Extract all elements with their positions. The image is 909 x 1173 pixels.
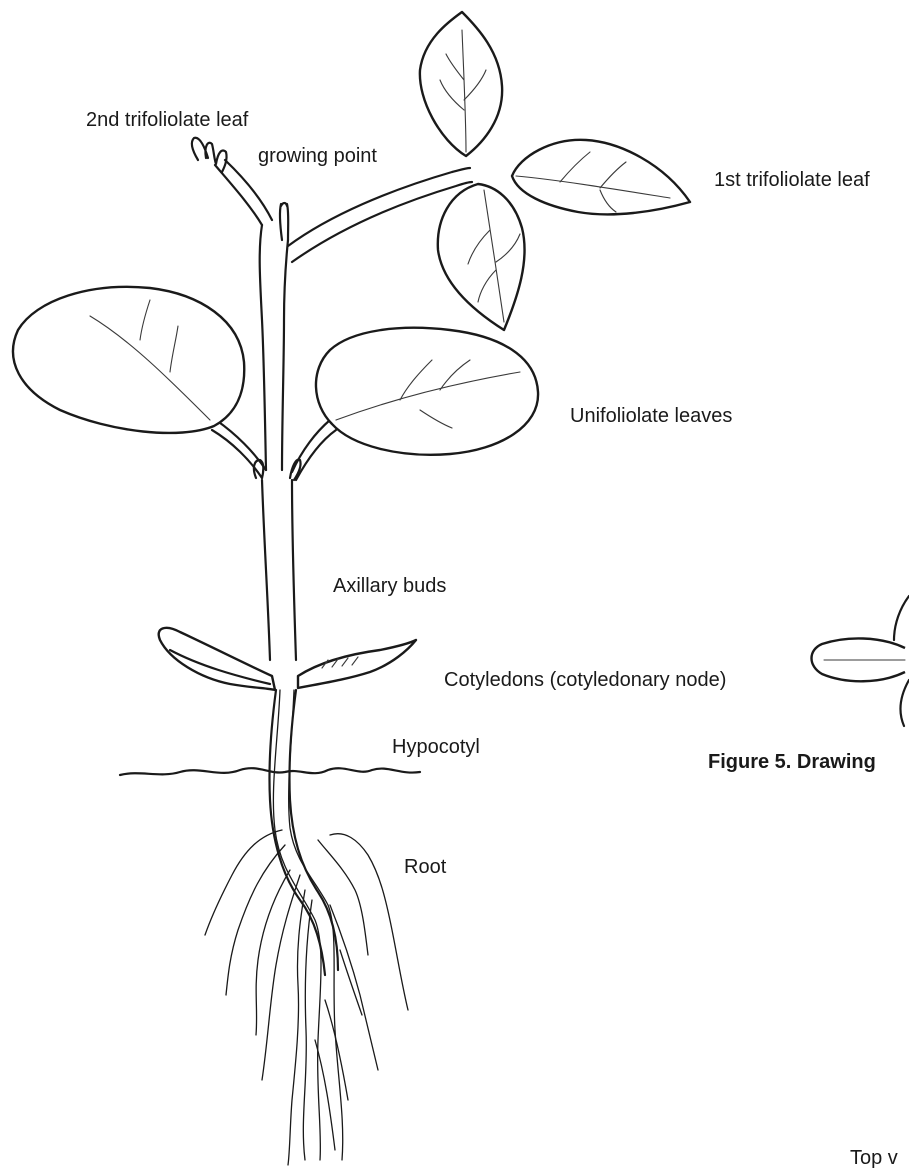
top-view-seedling	[812, 596, 909, 726]
axillary-bud-right	[290, 460, 301, 480]
main-stem	[262, 480, 270, 660]
growing-point-bud	[280, 203, 288, 240]
top-leaflet	[420, 12, 502, 156]
label-root: Root	[404, 855, 446, 879]
figure-caption: Figure 5. Drawing	[708, 750, 876, 774]
label-second-trifoliolate-leaf: 2nd trifoliolate leaf	[86, 108, 248, 132]
right-cotyledon	[298, 640, 416, 688]
label-first-trifoliolate-leaf: 1st trifoliolate leaf	[714, 168, 870, 192]
root-system	[205, 690, 408, 1165]
right-leaflet	[512, 140, 690, 215]
label-growing-point: growing point	[258, 144, 377, 168]
label-unifoliolate-leaves: Unifoliolate leaves	[570, 404, 732, 428]
label-hypocotyl: Hypocotyl	[392, 735, 480, 759]
left-unifoliolate-leaf	[13, 287, 244, 433]
bottom-leaflet	[438, 184, 525, 330]
label-cotyledons: Cotyledons (cotyledonary node)	[444, 668, 726, 692]
label-axillary-buds: Axillary buds	[333, 574, 446, 598]
second-trifoliolate-bud	[192, 138, 227, 172]
top-view-label: Top v	[850, 1146, 898, 1170]
main-stem-edge	[292, 480, 296, 660]
